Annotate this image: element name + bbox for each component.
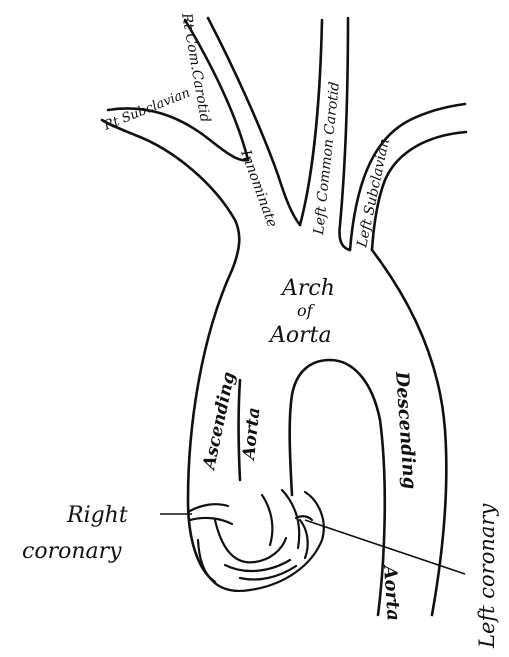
label-coronary: coronary <box>22 539 122 564</box>
ascending-inner-wall <box>239 380 241 480</box>
label-arch: Arch <box>280 276 335 301</box>
label-descending-aorta: Aorta <box>379 563 404 622</box>
label-aorta-arch: Aorta <box>268 323 332 348</box>
label-left-coronary: Left coronary <box>475 503 499 649</box>
label-right: Right <box>66 503 128 528</box>
